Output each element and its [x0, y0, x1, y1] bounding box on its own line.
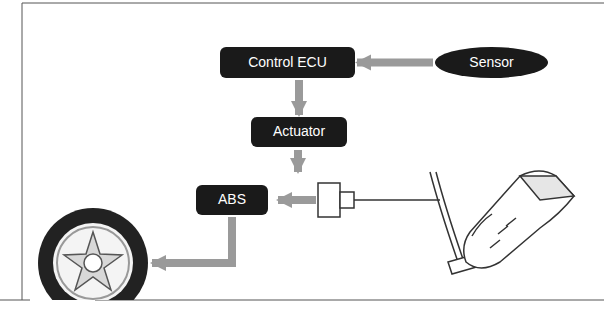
node-label: ABS — [218, 192, 246, 207]
flow-arrow — [357, 59, 433, 67]
flow-arrow — [152, 150, 316, 263]
flow-arrow — [295, 80, 303, 115]
process-box: Actuator — [251, 117, 347, 147]
process-box: ABS — [196, 185, 268, 215]
master-cylinder — [318, 183, 440, 217]
process-box: Control ECU — [220, 47, 355, 78]
frame — [0, 3, 604, 300]
sensor-ellipse: Sensor — [435, 47, 548, 78]
wheel — [38, 208, 148, 300]
foot — [464, 171, 574, 268]
node-label: Control ECU — [248, 55, 327, 70]
node-label: Sensor — [469, 55, 513, 70]
node-label: Actuator — [273, 124, 325, 139]
